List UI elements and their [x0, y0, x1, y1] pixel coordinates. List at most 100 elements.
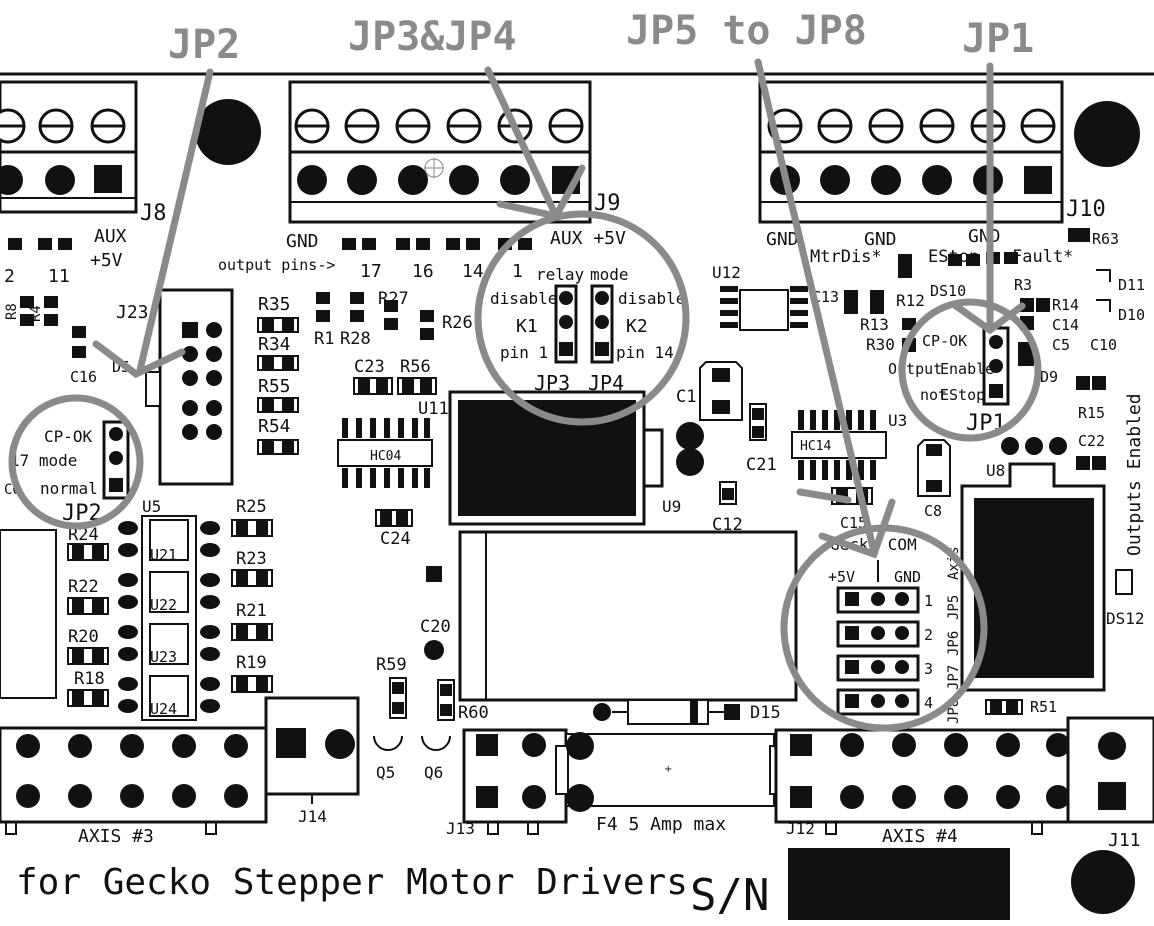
label-r18: R18	[74, 669, 105, 689]
label-j10: J10	[1066, 197, 1106, 222]
label-j11: J11	[1108, 830, 1141, 851]
label-j8: J8	[140, 201, 167, 226]
label-c8: C8	[924, 502, 942, 520]
label-gnd-jp5: GND	[894, 568, 921, 586]
label-r3: R3	[1014, 276, 1032, 294]
svg-text:+: +	[664, 764, 672, 775]
label-pin-1: 1	[512, 261, 523, 282]
led-ds12	[1115, 569, 1133, 595]
label-d15: D15	[750, 703, 781, 723]
label-r63: R63	[1092, 230, 1119, 248]
jumper-jp4	[590, 284, 614, 364]
regulator-u9	[448, 390, 664, 526]
connector-axis3	[0, 726, 268, 835]
label-u9: U9	[662, 497, 681, 516]
label-r15: R15	[1078, 404, 1105, 422]
smd-pad	[1076, 228, 1090, 242]
terminal-block-j9	[288, 80, 592, 224]
label-j14: J14	[298, 807, 327, 826]
label-ds10: DS10	[930, 282, 966, 300]
label-aux-5v-j9: AUX +5V	[550, 228, 626, 249]
label-r51: R51	[1030, 698, 1057, 716]
label-d9: D9	[1040, 368, 1058, 386]
label-u5: U5	[142, 497, 161, 516]
label-r19: R19	[236, 653, 267, 673]
serial-number-label: S/N	[690, 870, 769, 921]
label-u24: U24	[150, 700, 177, 718]
label-mtrdis: MtrDis*	[810, 247, 882, 267]
mounting-hole-bottom-right	[1071, 850, 1135, 914]
label-u3: U3	[888, 411, 907, 430]
label-k1: K1	[516, 316, 538, 337]
gecko-com-header	[836, 586, 920, 716]
left-edge-outline	[0, 529, 57, 699]
label-output-pins: output pins->	[218, 256, 335, 274]
connector-j11	[1066, 716, 1154, 824]
label-pin-2: 2	[4, 266, 15, 287]
led-d11-d10	[1096, 269, 1111, 312]
label-not-jp1: not	[920, 386, 947, 404]
label-d10: D10	[1118, 306, 1145, 324]
label-pin14: pin 14	[616, 343, 674, 362]
label-jp7: JP7	[946, 665, 962, 690]
label-hc14: HC14	[800, 439, 831, 454]
relay-body	[458, 530, 798, 702]
smd-pad	[420, 379, 432, 393]
label-gnd-j10-2: GND	[864, 229, 897, 250]
label-r13: R13	[860, 315, 889, 334]
terminal-block-j10	[758, 80, 1064, 224]
regulator-u8	[960, 437, 1106, 692]
smd-pad	[358, 379, 370, 393]
callout-overlays	[8, 58, 1042, 732]
label-k2: K2	[626, 316, 648, 337]
label-row-4: 4	[924, 694, 933, 712]
label-disable-left: disable	[490, 289, 557, 308]
label-c23: C23	[354, 357, 385, 377]
label-c14: C14	[1052, 316, 1079, 334]
label-r60: R60	[458, 703, 489, 723]
label-fault: Fault*	[1012, 247, 1073, 267]
resistor-column	[257, 317, 299, 455]
label-r56: R56	[400, 357, 431, 377]
label-u22: U22	[150, 596, 177, 614]
label-q5: Q5	[376, 763, 395, 782]
label-d11: D11	[1118, 276, 1145, 294]
callout-jp1: JP1	[962, 16, 1034, 62]
label-row-2: 2	[924, 626, 933, 644]
label-row-1: 1	[924, 592, 933, 610]
smd-pad	[402, 379, 414, 393]
label-pin-17: 17	[360, 261, 382, 282]
label-r34: R34	[258, 334, 291, 355]
header-j23	[145, 288, 234, 486]
label-r12: R12	[896, 291, 925, 310]
footer-text: for Gecko Stepper Motor Drivers	[16, 862, 688, 903]
cap-c1	[699, 361, 743, 421]
label-c1: C1	[676, 387, 696, 407]
label-relay: relay	[536, 265, 585, 284]
label-mode: mode	[590, 265, 629, 284]
jumper-jp2	[102, 420, 130, 500]
mounting-hole-top-left	[195, 99, 261, 165]
label-j23: J23	[116, 302, 149, 323]
left-small-components	[20, 296, 86, 358]
label-5v-left: +5V	[90, 250, 123, 271]
mounting-hole-top-right	[1074, 101, 1140, 167]
smd-pad	[376, 379, 388, 393]
smd-pad	[58, 238, 72, 250]
label-gnd-j10-1: GND	[766, 229, 799, 250]
label-r8: R8	[4, 303, 20, 320]
label-cp-ok-jp2: CP-OK	[44, 427, 93, 446]
label-axis4: AXIS #4	[882, 826, 958, 847]
resistor-r1-r28-r27	[316, 292, 434, 340]
label-u12: U12	[712, 263, 741, 282]
label-c10: C10	[1090, 336, 1117, 354]
diode-d15	[593, 699, 740, 725]
label-cp-ok-jp1: CP-OK	[922, 332, 967, 350]
label-fuse: F4 5 Amp max	[596, 814, 726, 835]
ic-u3-hc14	[791, 410, 887, 480]
label-gnd-j9: GND	[286, 231, 319, 252]
label-r23: R23	[236, 549, 267, 569]
smd-pad	[1006, 701, 1018, 713]
label-u11-text: U11	[418, 399, 449, 419]
